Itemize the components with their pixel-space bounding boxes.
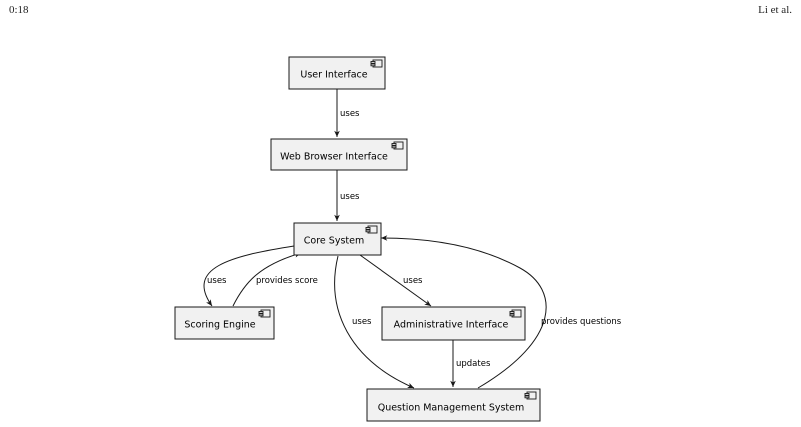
edge-label-uses-4: uses [403, 276, 423, 286]
component-question-management-system: Question Management System [366, 388, 541, 422]
edge-label-uses-5: uses [352, 317, 372, 327]
component-icon [509, 309, 522, 318]
running-header-authors: Li et al. [758, 4, 792, 16]
component-label: Question Management System [378, 403, 525, 414]
component-box [366, 388, 541, 422]
component-user-interface: User Interface [288, 56, 386, 90]
component-box [270, 138, 408, 171]
edge-label-updates: updates [456, 359, 491, 369]
component-label: Core System [304, 236, 364, 247]
component-scoring-engine: Scoring Engine [174, 306, 275, 340]
edge-core-system-to-question-management-system [334, 255, 415, 389]
edge-label-uses-3: uses [207, 276, 227, 286]
component-box [174, 306, 275, 340]
component-icon [391, 141, 404, 150]
component-core-system: Core System [293, 222, 382, 256]
component-icon [524, 391, 537, 400]
edge-core-system-to-administrative-interface [359, 254, 432, 307]
edge-label-uses-1: uses [340, 109, 360, 119]
component-icon [365, 225, 378, 234]
component-label: Administrative Interface [394, 320, 509, 331]
edge-scoring-engine-to-core-system [232, 252, 302, 307]
edge-label-provides-questions: provides questions [541, 317, 622, 327]
edge-core-system-to-scoring-engine [203, 245, 295, 307]
component-box [288, 56, 386, 90]
component-label: User Interface [300, 70, 367, 81]
component-icon [370, 59, 383, 68]
edges: uses uses uses provides score uses uses … [203, 89, 622, 389]
component-box [381, 306, 526, 341]
component-icon [258, 309, 271, 318]
edge-label-provides-score: provides score [256, 276, 318, 286]
edge-label-uses-2: uses [340, 192, 360, 202]
edge-question-management-system-to-core-system [380, 235, 547, 389]
component-label: Scoring Engine [184, 320, 255, 331]
component-administrative-interface: Administrative Interface [381, 306, 526, 341]
component-web-browser-interface: Web Browser Interface [270, 138, 408, 171]
page-number: 0:18 [9, 4, 29, 16]
component-label: Web Browser Interface [280, 152, 388, 163]
